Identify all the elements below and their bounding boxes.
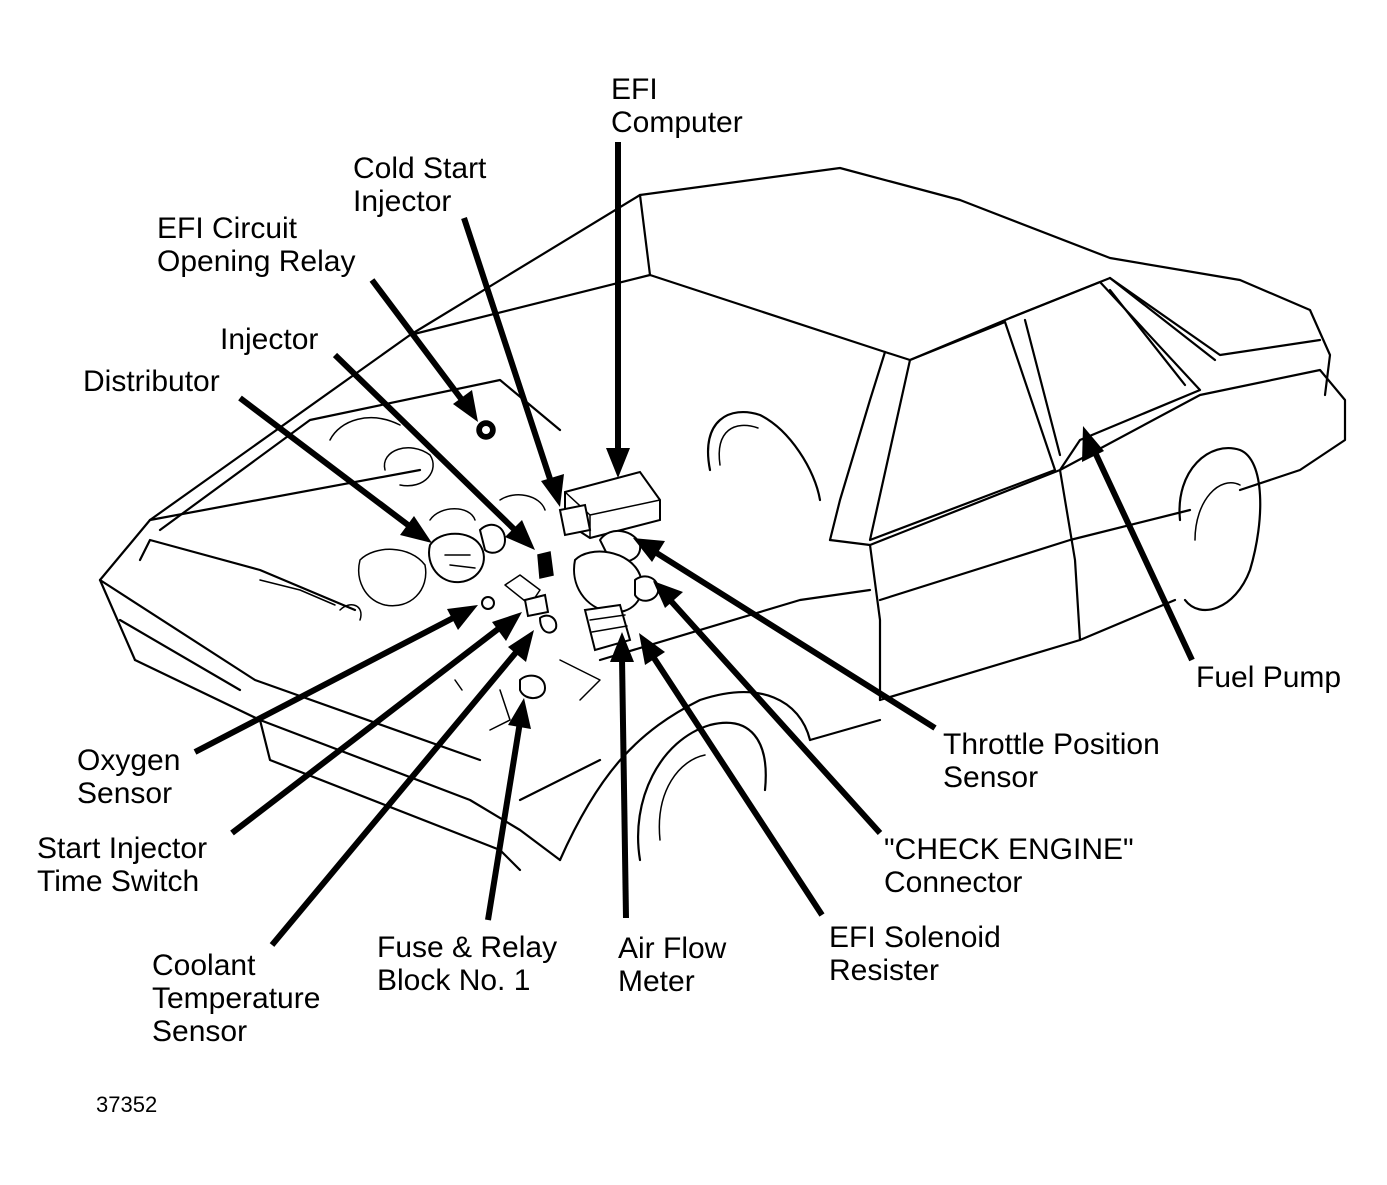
injector-label-line-1: Injector <box>220 323 319 356</box>
fuse-relay-block-arrowhead <box>508 698 531 729</box>
coolant-temperature-sensor-leader <box>269 648 521 947</box>
air-flow-meter-leader <box>619 657 629 919</box>
efi-computer-label-line-2: Computer <box>611 106 743 139</box>
cold-start-injector-label: Cold Start Injector <box>353 152 486 218</box>
air-flow-meter-label-line-1: Air Flow <box>618 932 727 965</box>
check-engine-connector-arrowhead <box>653 581 683 608</box>
efi-computer-label: EFI Computer <box>611 73 743 139</box>
efi-solenoid-resister-leader <box>649 653 825 917</box>
injector-arrowhead <box>505 520 535 550</box>
distributor-arrowhead <box>400 516 432 543</box>
oxygen-sensor-label-line-2: Sensor <box>77 777 173 810</box>
coolant-temperature-sensor-label-line-3: Sensor <box>152 1015 248 1048</box>
coolant-temperature-sensor-label-line-1: Coolant <box>152 949 256 982</box>
leader-lines <box>193 142 1195 947</box>
efi-computer-label-line-1: EFI <box>611 73 658 106</box>
efi-solenoid-resister-label-line-1: EFI Solenoid <box>829 921 1001 954</box>
coolant-temperature-sensor-label-line-2: Temperature <box>152 982 321 1015</box>
fuel-pump-leader <box>1090 446 1195 662</box>
fuel-pump-label: Fuel Pump <box>1196 661 1341 694</box>
air-flow-meter-arrowhead <box>610 632 634 662</box>
throttle-position-sensor-arrowhead <box>633 538 665 562</box>
air-flow-meter-label: Air Flow Meter <box>618 932 726 998</box>
engine-components-drawing <box>259 420 661 731</box>
distributor-label: Distributor <box>83 365 220 398</box>
figure-number: 37352 <box>96 1092 158 1117</box>
efi-circuit-opening-relay-label-line-2: Opening Relay <box>157 245 356 278</box>
fuel-pump-label-line-1: Fuel Pump <box>1196 661 1342 694</box>
efi-solenoid-resister-label-line-2: Resister <box>829 954 940 987</box>
fuse-relay-block-label-line-2: Block No. 1 <box>377 964 531 997</box>
check-engine-connector-label: "CHECK ENGINE" Connector <box>884 833 1134 899</box>
start-injector-time-switch-label: Start Injector Time Switch <box>37 832 207 898</box>
efi-circuit-opening-relay-label-line-1: EFI Circuit <box>157 212 298 245</box>
coolant-temperature-sensor-label: Coolant Temperature Sensor <box>152 949 320 1048</box>
efi-circuit-opening-relay-leader <box>369 278 468 406</box>
efi-circuit-opening-relay-label: EFI Circuit Opening Relay <box>157 212 355 278</box>
throttle-position-sensor-label: Throttle Position Sensor <box>943 728 1160 794</box>
efi-solenoid-resister-arrowhead <box>639 633 665 665</box>
oxygen-sensor-label: Oxygen Sensor <box>77 744 180 810</box>
throttle-position-sensor-label-line-1: Throttle Position <box>943 728 1160 761</box>
fuse-relay-block-label-line-1: Fuse & Relay <box>377 931 558 964</box>
check-engine-connector-label-line-2: Connector <box>884 866 1023 899</box>
oxygen-sensor-arrowhead <box>447 605 478 630</box>
efi-circuit-opening-relay-arrowhead <box>453 390 478 422</box>
air-flow-meter-label-line-2: Meter <box>618 965 695 998</box>
check-engine-connector-leader <box>667 597 883 836</box>
start-injector-time-switch-leader <box>230 623 504 836</box>
distributor-leader <box>238 395 414 531</box>
cold-start-injector-leader <box>461 217 555 486</box>
cold-start-injector-arrowhead <box>541 474 564 507</box>
oxygen-sensor-label-line-1: Oxygen <box>77 744 181 777</box>
efi-computer-arrowhead <box>606 448 630 478</box>
injector-leader <box>332 352 521 536</box>
check-engine-connector-label-line-1: "CHECK ENGINE" <box>884 833 1134 866</box>
fuse-relay-block-label: Fuse & Relay Block No. 1 <box>377 931 557 997</box>
fuse-relay-block-leader <box>485 721 523 921</box>
distributor-label-line-1: Distributor <box>83 365 220 398</box>
start-injector-time-switch-label-line-2: Time Switch <box>37 865 200 898</box>
injector-label: Injector <box>220 323 318 356</box>
oxygen-sensor-leader <box>193 614 457 755</box>
start-injector-time-switch-arrowhead <box>492 612 522 641</box>
cold-start-injector-label-line-1: Cold Start <box>353 152 487 185</box>
cold-start-injector-label-line-2: Injector <box>353 185 452 218</box>
coolant-temperature-sensor-arrowhead <box>508 630 534 662</box>
efi-solenoid-resister-label: EFI Solenoid Resister <box>829 921 1001 987</box>
start-injector-time-switch-label-line-1: Start Injector <box>37 832 208 865</box>
throttle-position-sensor-label-line-2: Sensor <box>943 761 1039 794</box>
fuel-pump-arrowhead <box>1082 426 1104 462</box>
throttle-position-sensor-leader <box>653 549 937 731</box>
